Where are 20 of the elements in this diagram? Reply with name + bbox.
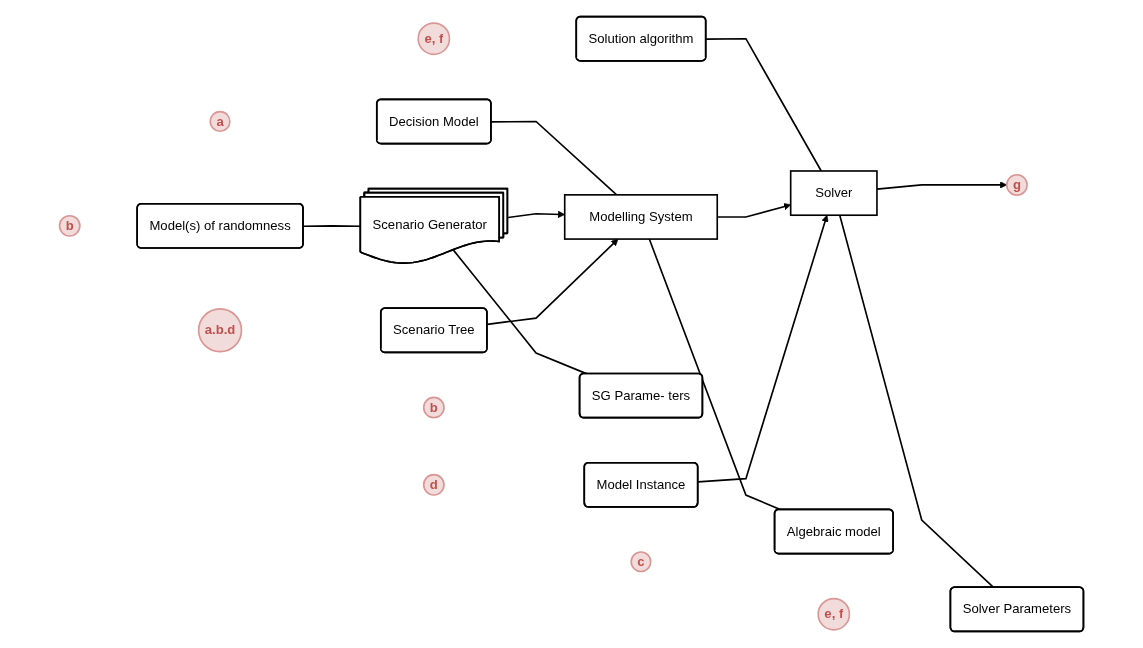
node-circle: g bbox=[1005, 173, 1028, 196]
node-circle: e, f bbox=[417, 22, 451, 56]
node-circle: a bbox=[209, 110, 231, 133]
node-circle: b bbox=[422, 396, 445, 419]
arrow bbox=[876, 181, 1008, 190]
arrow bbox=[486, 238, 619, 326]
arrow bbox=[697, 214, 829, 483]
node-circle: a.b.d bbox=[197, 308, 243, 353]
node-box: Modelling System bbox=[563, 194, 719, 240]
connector bbox=[838, 214, 995, 589]
connector bbox=[452, 249, 588, 375]
node-box: Solver bbox=[789, 170, 878, 217]
node-circle: c bbox=[630, 551, 652, 573]
node-circle: e, f bbox=[817, 597, 851, 631]
connector bbox=[490, 120, 618, 196]
connector bbox=[302, 225, 362, 228]
connector bbox=[648, 238, 782, 511]
node-circle: b bbox=[58, 214, 81, 237]
node-circle: d bbox=[422, 473, 445, 496]
connector bbox=[705, 37, 823, 172]
